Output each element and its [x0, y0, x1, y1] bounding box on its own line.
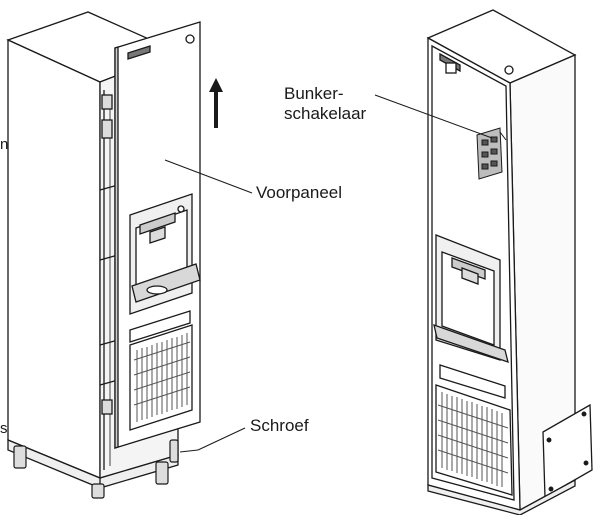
bunker-switch-component — [476, 127, 507, 180]
left-unit-front-panel — [114, 21, 201, 449]
leader-voorpaneel — [164, 159, 253, 194]
bunker-switch-label-line1: Bunker- — [284, 84, 344, 103]
leader-bunker — [374, 94, 493, 139]
cropped-text-fragment-top: n — [0, 136, 9, 153]
right-unit-cabinet — [426, 9, 593, 516]
bunker-switch-label-line2: schakelaar — [284, 104, 367, 123]
front-panel-label: Voorpaneel — [256, 183, 343, 202]
screw-label: Schroef — [250, 416, 309, 435]
right-unit-grille — [437, 392, 509, 487]
cropped-text-fragment-bottom: s — [0, 420, 8, 437]
lift-up-arrow — [209, 78, 223, 128]
left-unit-feet — [13, 439, 179, 499]
leader-lines — [164, 94, 493, 453]
left-unit-grille — [133, 333, 191, 422]
leader-schroef — [197, 427, 246, 451]
